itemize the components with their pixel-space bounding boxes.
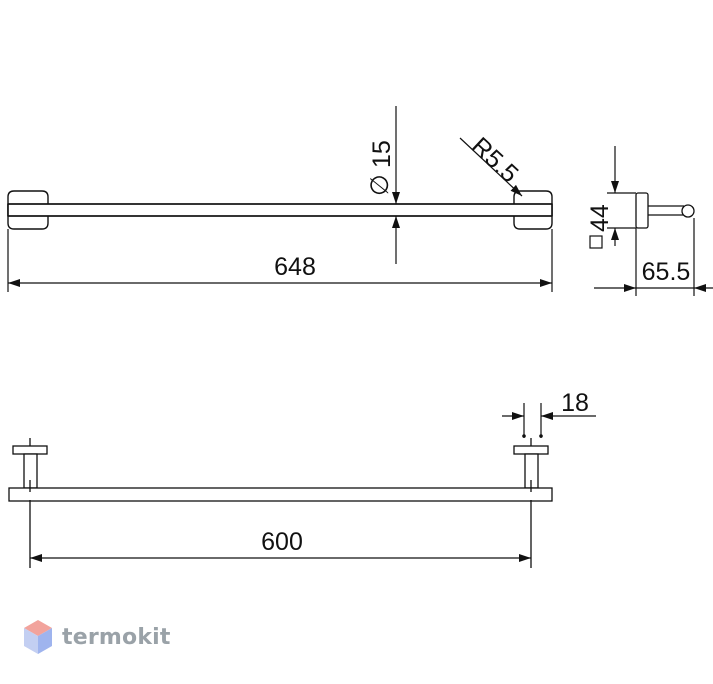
left-top-mount — [12, 438, 48, 489]
diameter-label: 15 — [368, 140, 396, 168]
square-symbol — [589, 235, 603, 249]
side-base-plate — [635, 192, 649, 229]
towel-bar — [7, 203, 553, 217]
brand-logo-icon — [24, 620, 52, 654]
left-mount-plate — [7, 190, 49, 230]
radius-label: R5.5 — [466, 132, 524, 188]
top-view — [8, 438, 553, 568]
overall-length-label: 648 — [274, 253, 316, 281]
base-height-label: 44 — [586, 204, 614, 232]
overall-length-dimension — [7, 229, 553, 292]
mount-width-label: 18 — [561, 389, 589, 417]
projection-dimension — [594, 218, 713, 296]
side-view — [635, 192, 695, 229]
brand-name: termokit — [62, 624, 171, 650]
center-distance-label: 600 — [261, 528, 303, 556]
projection-label: 65.5 — [642, 258, 691, 286]
top-bar — [8, 487, 553, 502]
brand-watermark: termokit — [22, 618, 171, 656]
radius-leader — [459, 137, 523, 197]
mount-width-dimension — [502, 403, 596, 438]
diameter-symbol: ∅ — [366, 174, 394, 196]
side-bar-end — [681, 204, 695, 218]
right-top-mount — [513, 438, 549, 489]
front-view — [7, 190, 553, 230]
base-height-dimension — [589, 146, 636, 249]
